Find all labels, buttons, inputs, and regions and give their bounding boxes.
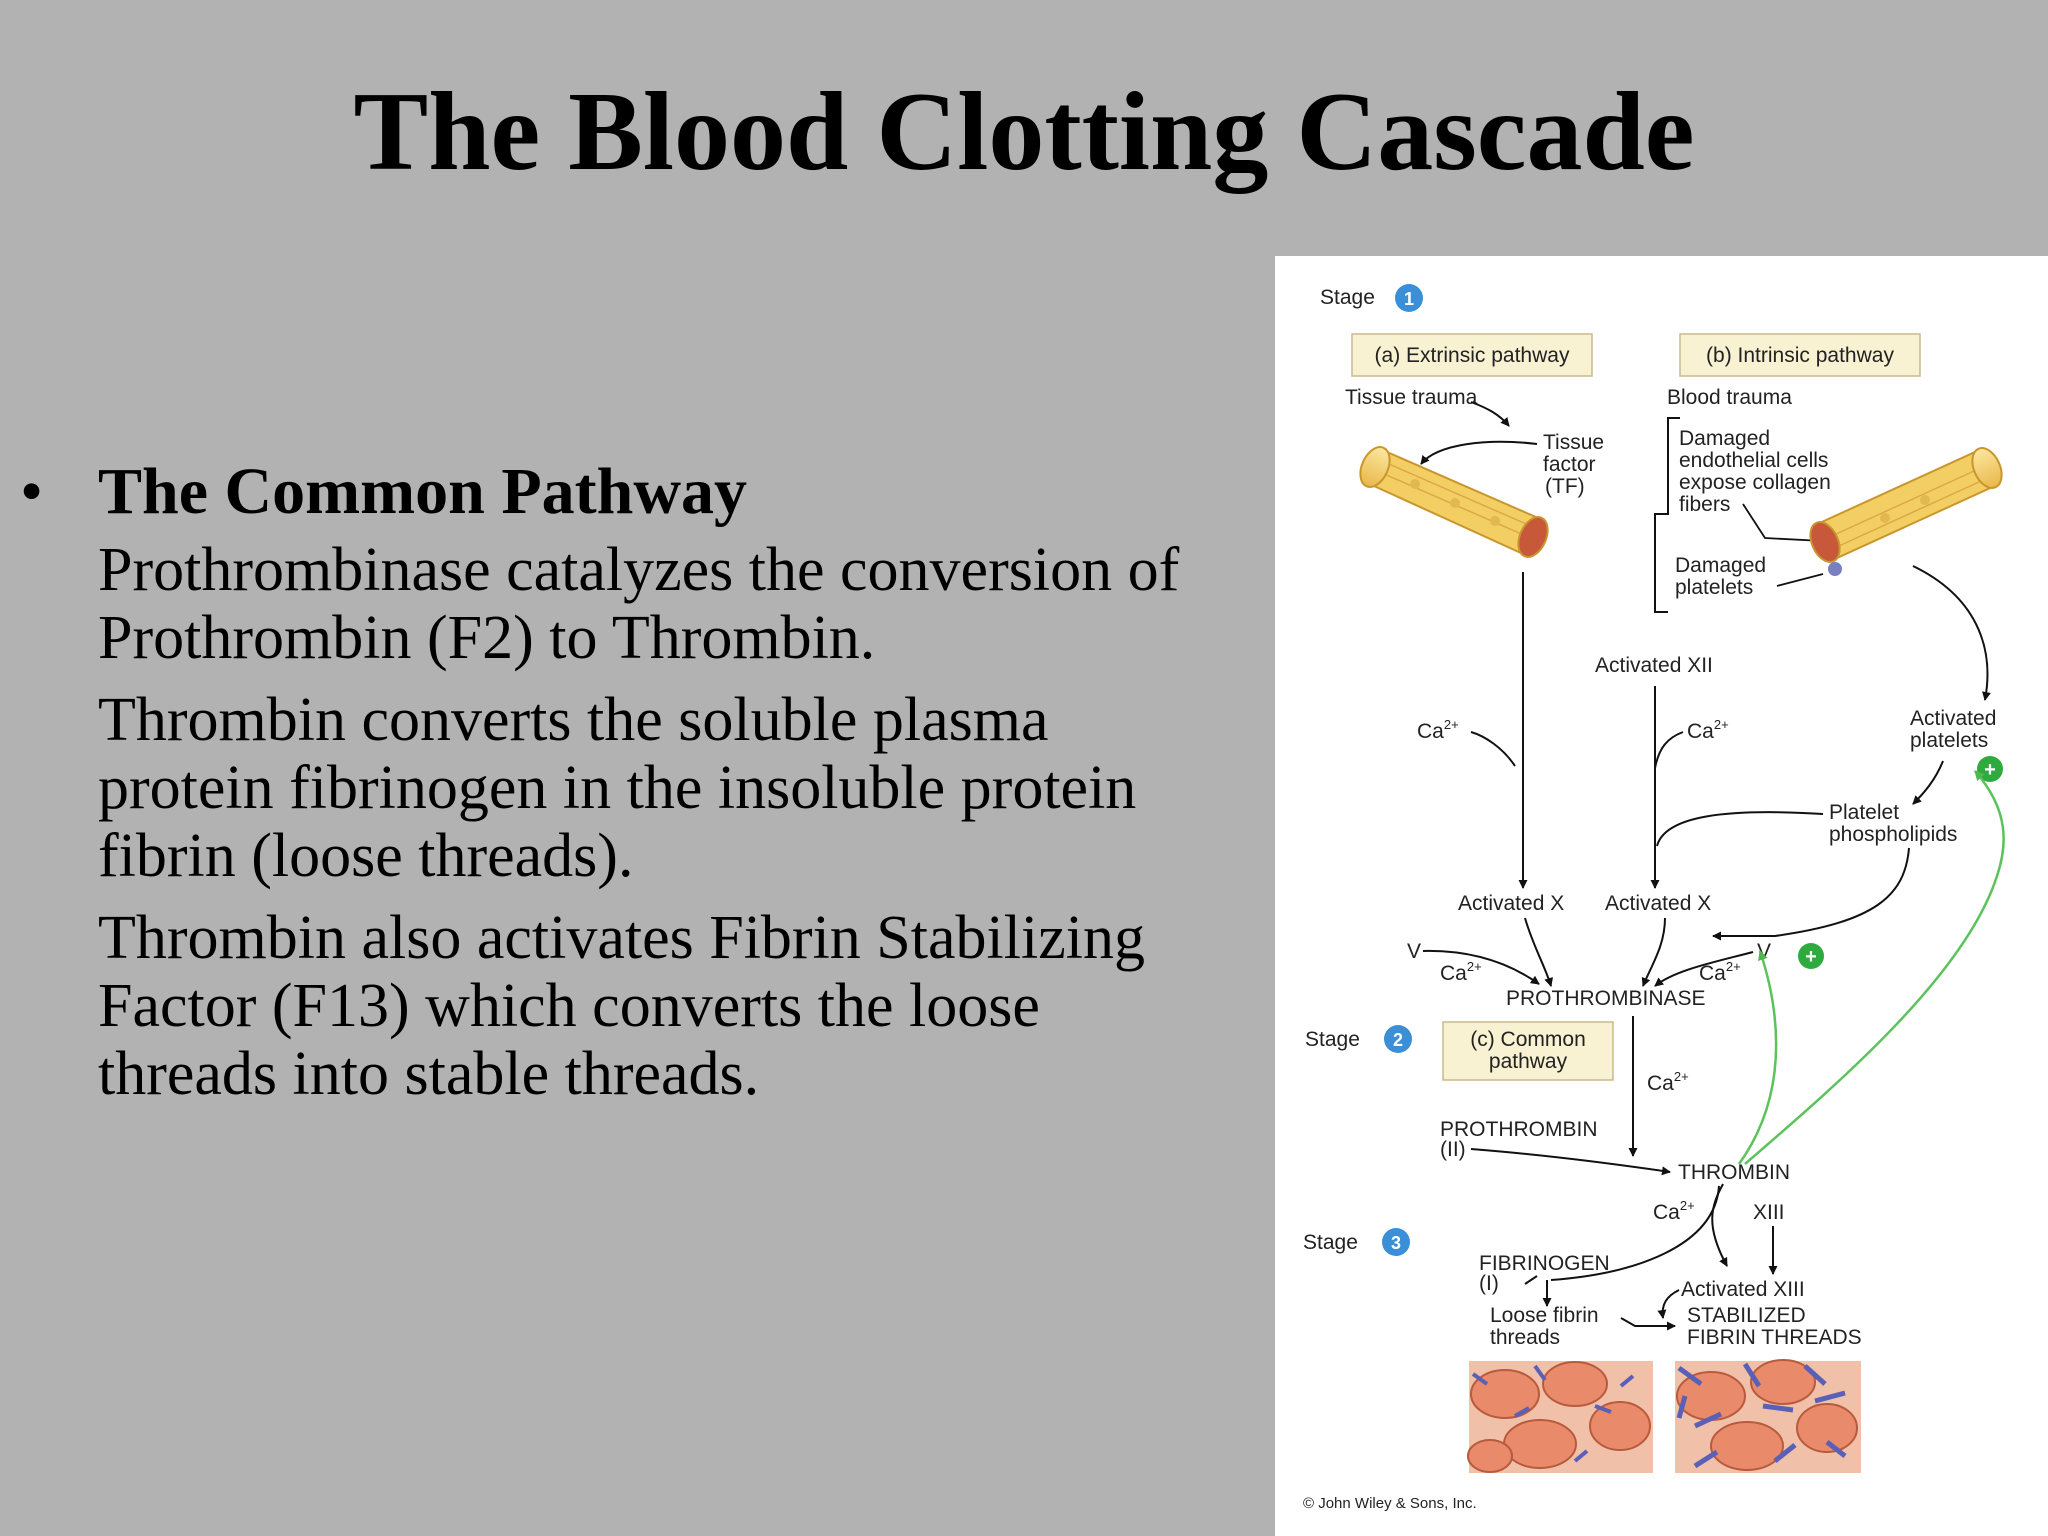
thrombin-to-xiii-arrow bbox=[1711, 1183, 1728, 1267]
ca-label-stage2: Ca2+ bbox=[1647, 1069, 1689, 1095]
activated-xiii-label: Activated XIII bbox=[1681, 1278, 1805, 1301]
to-phospholipids-arrow bbox=[1912, 760, 1944, 805]
common-pathway-box bbox=[1442, 1021, 1614, 1081]
stage-1-number: 1 bbox=[1404, 289, 1414, 309]
prothrombin-line2: (II) bbox=[1440, 1138, 1466, 1161]
thrombin-feedback-to-platelets bbox=[1744, 770, 2005, 1165]
loose-to-stabilized-arrow bbox=[1620, 1317, 1676, 1331]
thrombin-feedback-to-v bbox=[1737, 950, 1778, 1165]
prothrombin-line1: PROTHROMBIN bbox=[1440, 1118, 1598, 1141]
bullet-heading: The Common Pathway bbox=[98, 455, 748, 528]
slide-title: The Blood Clotting Cascade bbox=[353, 70, 1695, 194]
to-activated-platelets-arrow bbox=[1912, 565, 1991, 701]
fibrinogen-line1: FIBRINOGEN bbox=[1479, 1252, 1610, 1275]
intrinsic-vessel-illustration bbox=[1809, 447, 2003, 576]
stage-2-number: 2 bbox=[1393, 1030, 1403, 1050]
phospholipids-to-prothrombinase-arrow bbox=[1712, 847, 1910, 941]
stabilized-line2: FIBRIN THREADS bbox=[1687, 1326, 1862, 1349]
stage-3-number: 3 bbox=[1391, 1233, 1401, 1253]
loose-fibrin-line2: threads bbox=[1490, 1326, 1560, 1349]
copyright-notice: © John Wiley & Sons, Inc. bbox=[1303, 1495, 1477, 1512]
clotting-cascade-figure: Stage 1 (a) Extrinsic pathway (b) Intrin… bbox=[1275, 256, 2048, 1536]
platelet-pointer bbox=[1776, 573, 1824, 587]
paragraph-thrombin-fibrin: Thrombin converts the soluble plasma pro… bbox=[98, 686, 1137, 890]
plus-badge-factor-v bbox=[1798, 943, 1824, 969]
common-pathway-line1: (c) Common bbox=[1470, 1028, 1586, 1051]
collagen-pointer bbox=[1742, 503, 1824, 542]
loose-fibrin-illustration bbox=[1467, 1361, 1653, 1473]
intrinsic-pathway-box bbox=[1679, 333, 1921, 377]
ca-extrinsic-curve bbox=[1470, 731, 1516, 767]
ca-label-right-prothrombinase: Ca2+ bbox=[1699, 959, 1741, 985]
damaged-platelets-line2: platelets bbox=[1675, 576, 1753, 599]
factor-v-left: V bbox=[1407, 940, 1421, 963]
fibrinogen-line2: (I) bbox=[1479, 1272, 1499, 1295]
tissue-trauma-arrow bbox=[1470, 401, 1510, 427]
plus-sign-platelets: + bbox=[1984, 759, 1996, 781]
ca-label-extrinsic: Ca2+ bbox=[1417, 717, 1459, 743]
loose-fibrin-line1: Loose fibrin bbox=[1490, 1304, 1599, 1327]
tissue-factor-line1: Tissue bbox=[1543, 431, 1604, 454]
activated-x-intrinsic: Activated X bbox=[1605, 892, 1711, 915]
stage-3-label: Stage bbox=[1303, 1231, 1358, 1254]
factor-v-left-arrow bbox=[1422, 949, 1540, 985]
plus-sign-factor-v: + bbox=[1805, 946, 1817, 968]
bullet-item: • The Common Pathway bbox=[20, 452, 1220, 532]
tissue-factor-line2: factor bbox=[1543, 453, 1596, 476]
activated-platelets-line2: platelets bbox=[1910, 729, 1988, 752]
ca-label-left-prothrombinase: Ca2+ bbox=[1440, 959, 1482, 985]
tissue-factor-arrow bbox=[1420, 440, 1538, 465]
damaged-endothelial-line1: Damaged bbox=[1679, 427, 1770, 450]
stage-3-badge bbox=[1382, 1228, 1410, 1256]
stabilized-line1: STABILIZED bbox=[1687, 1304, 1806, 1327]
bullet-marker: • bbox=[20, 455, 44, 528]
common-pathway-line2: pathway bbox=[1489, 1050, 1568, 1073]
tissue-factor-line3: (TF) bbox=[1545, 475, 1585, 498]
bullet-block: • The Common Pathway Prothrombinase cata… bbox=[20, 452, 1220, 1108]
extrinsic-pathway-label: (a) Extrinsic pathway bbox=[1375, 344, 1570, 367]
thrombin-to-fibrinogen-curve bbox=[1550, 1185, 1720, 1281]
stage-1-badge bbox=[1395, 284, 1423, 312]
damaged-endothelial-line2: endothelial cells bbox=[1679, 449, 1828, 472]
xiii-label: XIII bbox=[1753, 1201, 1785, 1224]
ca-label-stage3: Ca2+ bbox=[1653, 1198, 1695, 1224]
activated-platelets-line1: Activated bbox=[1910, 707, 1996, 730]
damaged-endothelial-line4: fibers bbox=[1679, 493, 1730, 516]
tissue-trauma-label: Tissue trauma bbox=[1345, 386, 1478, 409]
stage-2-label: Stage bbox=[1305, 1028, 1360, 1051]
stabilized-fibrin-illustration bbox=[1675, 1359, 1861, 1473]
factor-v-right-arrow bbox=[1654, 951, 1754, 987]
intrinsic-pathway-label: (b) Intrinsic pathway bbox=[1706, 344, 1894, 367]
activated-x-left-arrow bbox=[1524, 917, 1554, 987]
fibrinogen-connector bbox=[1524, 1275, 1538, 1285]
activated-x-extrinsic: Activated X bbox=[1458, 892, 1564, 915]
paragraph-prothrombinase: Prothrombinase catalyzes the conversion … bbox=[98, 536, 1180, 672]
damaged-endothelial-line3: expose collagen bbox=[1679, 471, 1831, 494]
thrombin-label: THROMBIN bbox=[1678, 1161, 1790, 1184]
blood-trauma-label: Blood trauma bbox=[1667, 386, 1792, 409]
ca-label-intrinsic: Ca2+ bbox=[1687, 717, 1729, 743]
activated-xiii-arrow bbox=[1657, 1289, 1680, 1319]
platelet-phospholipids-line2: phospholipids bbox=[1829, 823, 1957, 846]
phospholipids-to-intrinsic-curve bbox=[1656, 811, 1824, 847]
activated-xii-label: Activated XII bbox=[1595, 654, 1713, 677]
prothrombin-to-thrombin-arrow bbox=[1470, 1148, 1671, 1176]
extrinsic-vessel-illustration bbox=[1359, 446, 1549, 558]
cascade-diagram: Stage 1 (a) Extrinsic pathway (b) Intrin… bbox=[1303, 284, 2005, 1512]
ca-intrinsic-curve bbox=[1654, 731, 1684, 769]
stage-1-label: Stage bbox=[1320, 286, 1375, 309]
activated-x-right-arrow bbox=[1641, 917, 1666, 987]
damaged-platelets-line1: Damaged bbox=[1675, 554, 1766, 577]
extrinsic-pathway-box bbox=[1351, 333, 1593, 377]
intrinsic-bracket bbox=[1654, 417, 1680, 613]
stage-2-badge bbox=[1384, 1025, 1412, 1053]
paragraph-fibrin-stabilizing: Thrombin also activates Fibrin Stabilizi… bbox=[98, 904, 1145, 1108]
prothrombinase-label: PROTHROMBINASE bbox=[1506, 987, 1706, 1010]
platelet-phospholipids-line1: Platelet bbox=[1829, 801, 1899, 824]
